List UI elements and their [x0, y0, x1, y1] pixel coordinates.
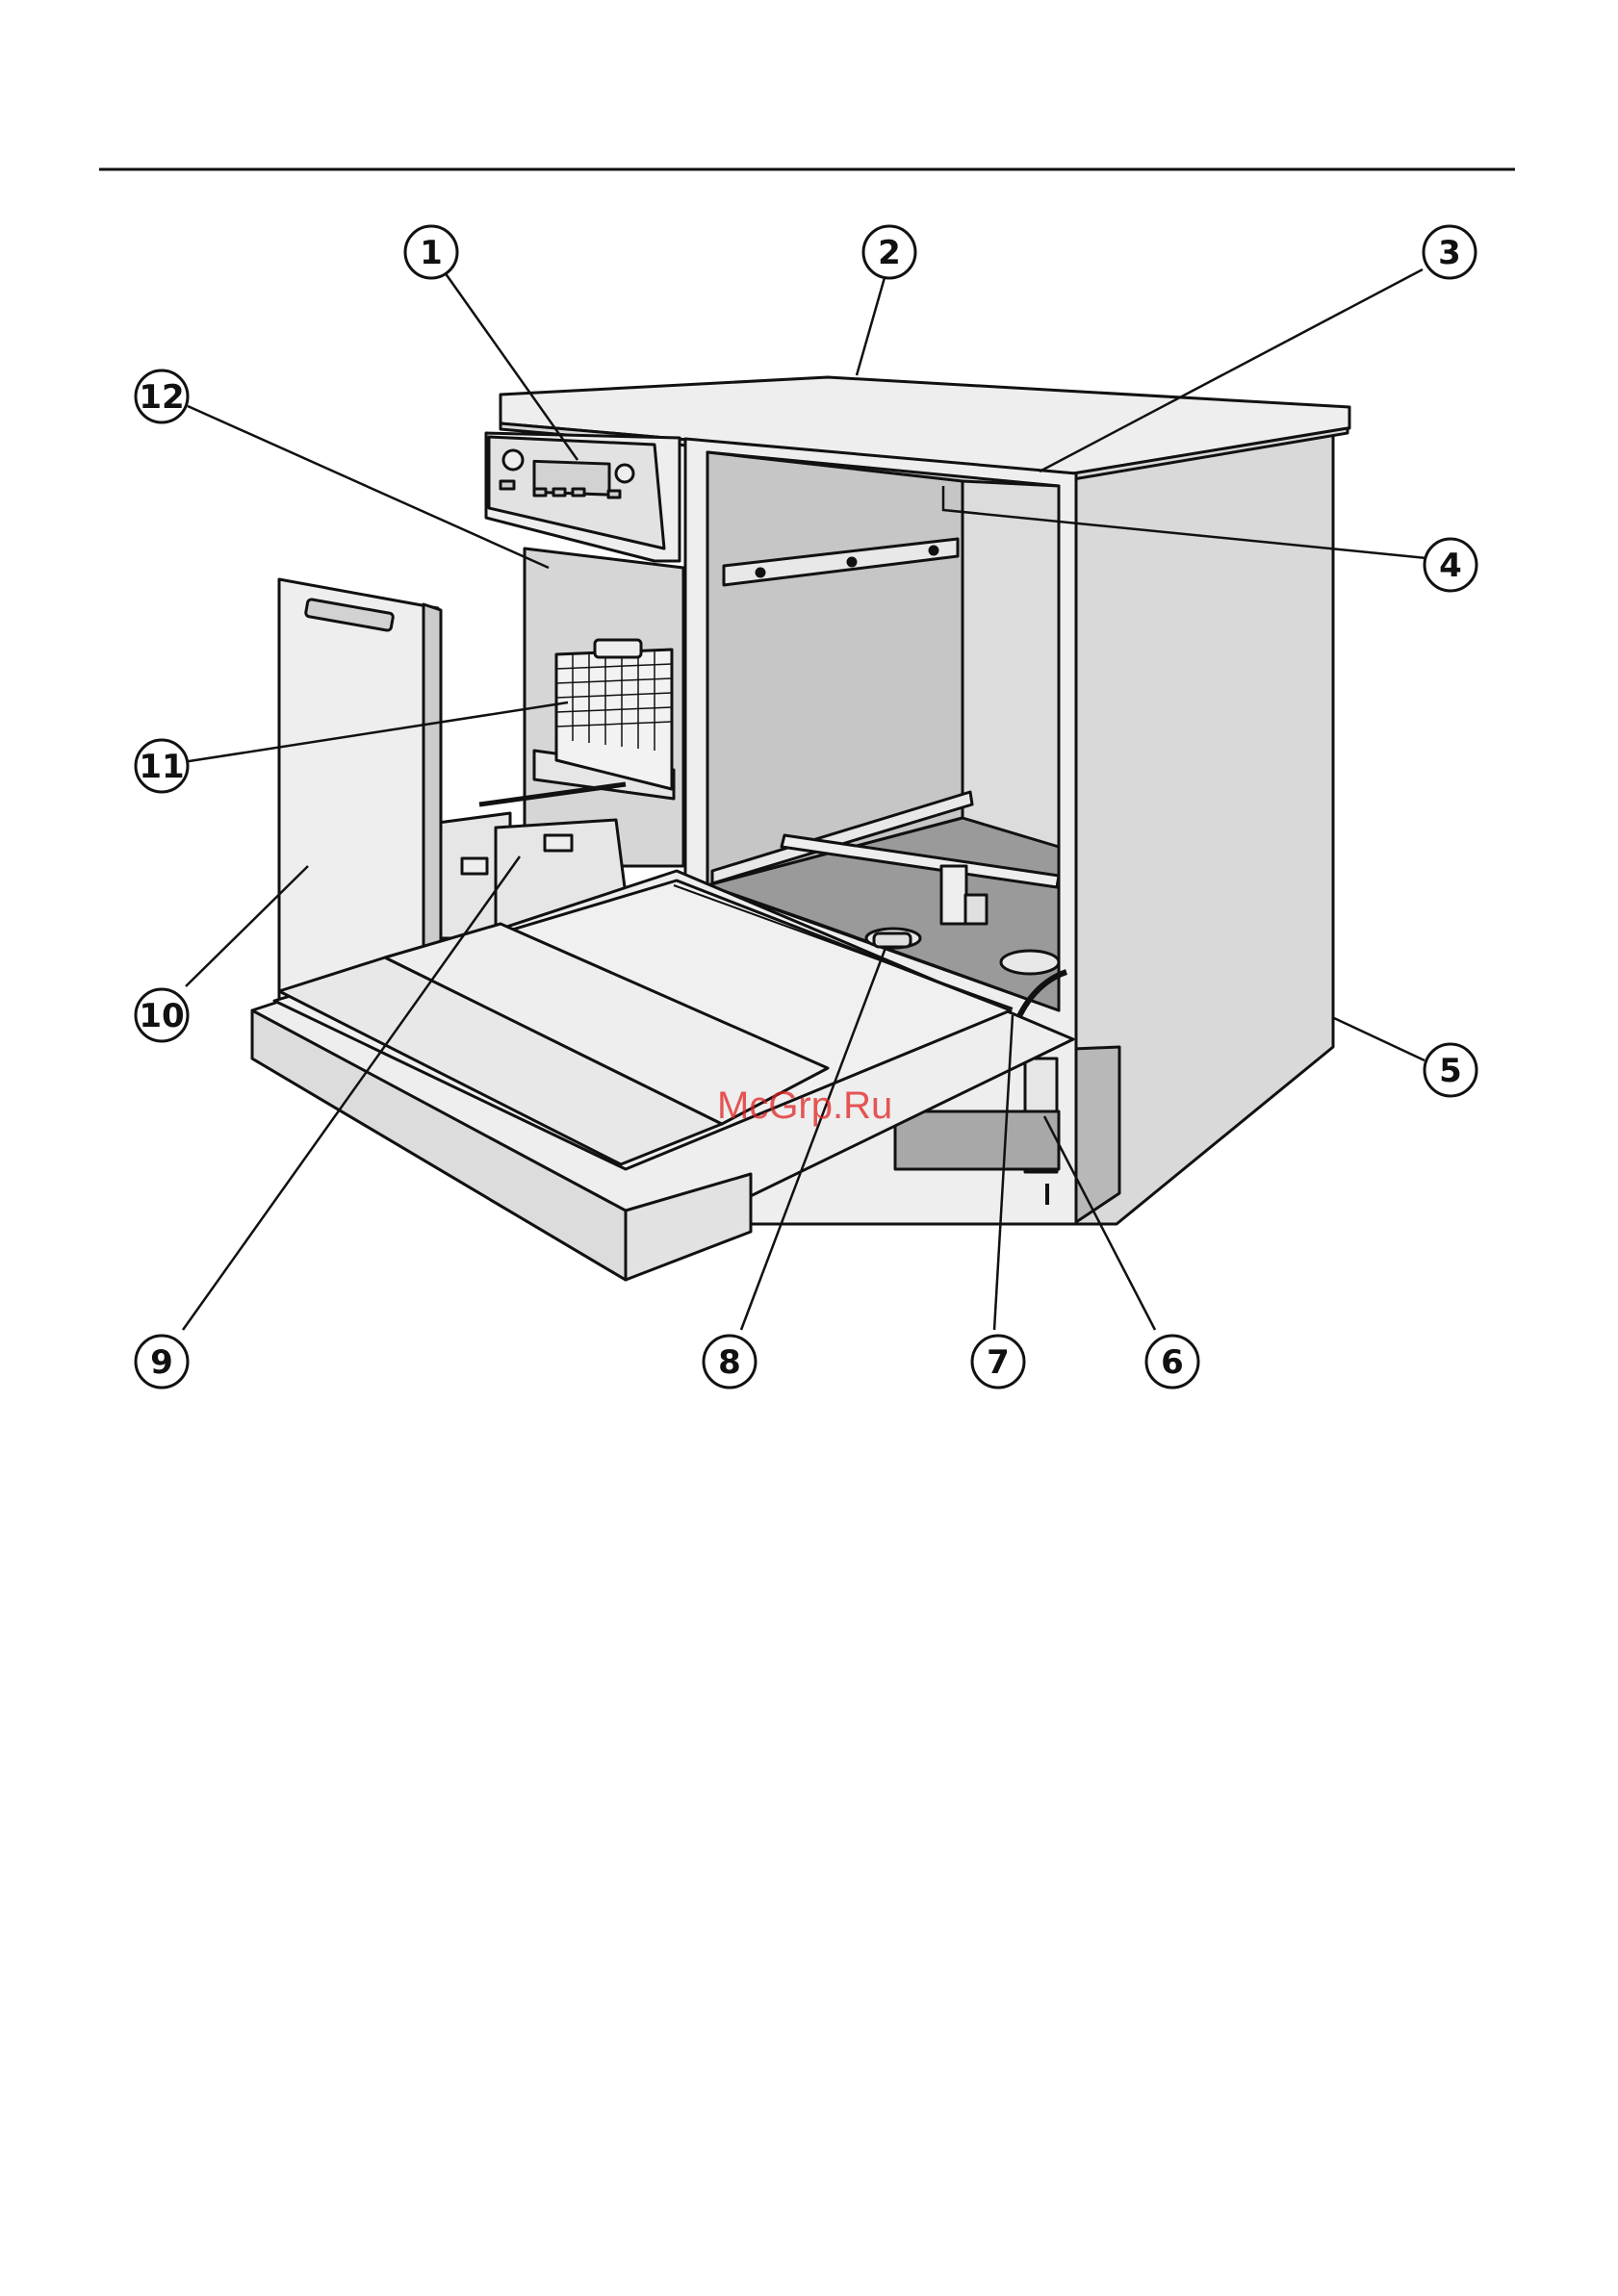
callout-3: 3: [1424, 226, 1476, 278]
leader-1: [445, 272, 578, 460]
leader-2: [857, 274, 886, 375]
dishwasher-illustration: [252, 377, 1349, 1280]
callout-9: 9: [136, 1336, 188, 1388]
canister-cap: [462, 858, 487, 874]
callout-number: 8: [718, 1343, 741, 1382]
canister-cap: [545, 835, 572, 851]
basket-handle: [595, 640, 641, 657]
callout-7: 7: [972, 1336, 1024, 1388]
spray-arm-hub: [941, 866, 966, 924]
callout-number: 2: [878, 234, 901, 272]
callout-8: 8: [704, 1336, 756, 1388]
control-knob: [503, 450, 523, 470]
callout-4: 4: [1425, 539, 1477, 591]
rail-screw: [930, 547, 937, 554]
callout-6: 6: [1146, 1336, 1198, 1388]
callout-number: 3: [1438, 234, 1461, 272]
leader-5: [1334, 1018, 1425, 1060]
callout-10: 10: [136, 989, 188, 1041]
start-button: [616, 465, 633, 482]
program-button: [573, 489, 584, 496]
rail-screw: [848, 558, 856, 566]
base-recess: [1073, 1047, 1119, 1224]
callout-number: 11: [139, 748, 184, 786]
callout-number: 7: [987, 1343, 1010, 1382]
program-button: [534, 489, 546, 496]
door-lock: [874, 933, 911, 947]
kickplate: [895, 1111, 1059, 1169]
callout-number: 10: [139, 997, 184, 1035]
callout-number: 6: [1161, 1343, 1184, 1382]
callout-2: 2: [863, 226, 915, 278]
callout-number: 5: [1439, 1052, 1462, 1090]
callout-12: 12: [136, 370, 188, 422]
reservoir-cap: [1001, 951, 1059, 974]
callout-1: 1: [405, 226, 457, 278]
spray-arm-nozzle: [965, 895, 987, 924]
callout-11: 11: [136, 740, 188, 792]
callout-number: 9: [150, 1343, 173, 1382]
callout-number: 1: [420, 234, 443, 272]
watermark: McGrp.Ru: [717, 1084, 892, 1127]
callout-5: 5: [1425, 1044, 1477, 1096]
program-button: [501, 481, 514, 489]
program-button: [608, 491, 620, 497]
panel-side: [424, 604, 441, 965]
program-button: [553, 489, 565, 496]
callout-number: 12: [139, 378, 184, 417]
removable-panel: [279, 579, 438, 1001]
rail-screw: [757, 569, 764, 576]
callout-number: 4: [1439, 547, 1462, 585]
